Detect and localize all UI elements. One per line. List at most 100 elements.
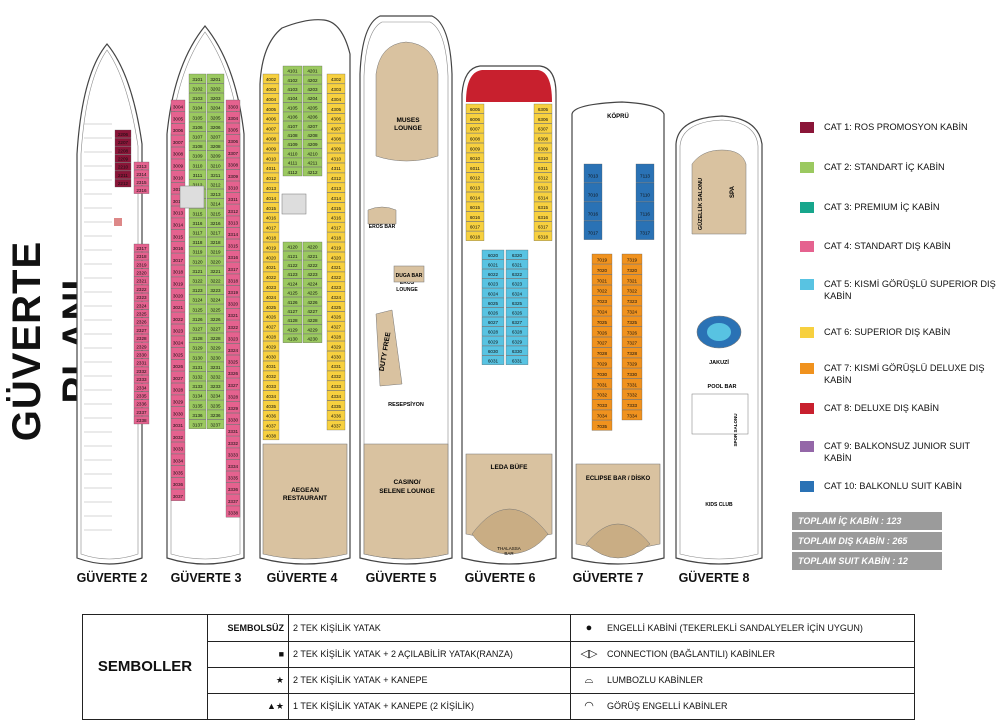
cabin-number: 4104 [287, 96, 298, 101]
cabin-cell [188, 381, 207, 391]
cabin-number: 6320 [512, 253, 523, 258]
cabin-number: 6005 [470, 107, 481, 112]
cabin-number: 4319 [331, 245, 342, 250]
cabin-number: 4305 [331, 107, 342, 112]
cabin-number: 2208 [118, 148, 129, 153]
cabin-cell [188, 323, 207, 333]
cabin-number: 4204 [307, 96, 318, 101]
cabin-number: 3333 [228, 452, 239, 457]
legend-label: CAT 4: STANDART DIŞ KABİN [824, 241, 951, 251]
cabin-cell [326, 212, 346, 223]
cabin-cell [188, 102, 207, 113]
cabin-number: 4032 [266, 374, 277, 379]
cabin-number: 3215 [210, 211, 221, 216]
cabin-cell [282, 241, 303, 251]
cabin-number: 6011 [470, 166, 480, 171]
cabin-number: 3126 [192, 317, 203, 322]
cabin-cell [170, 111, 186, 124]
cabin-cell [465, 172, 485, 183]
cabin-cell [225, 192, 241, 205]
cabin-cell [326, 192, 346, 203]
cabin-cell [225, 413, 241, 425]
cabin-number: 3311 [228, 197, 238, 202]
cabin-number: 2331 [136, 361, 147, 366]
cabin-number: 7028 [597, 351, 608, 356]
cabin-cell [188, 275, 207, 285]
cabin-number: 7332 [627, 393, 638, 398]
cabin-cell [170, 123, 186, 136]
cabin-number: 4210 [307, 151, 318, 156]
cabin-cell [133, 399, 150, 408]
cabin-number: 3324 [228, 348, 239, 353]
cabin-cell [170, 300, 186, 313]
cabin-number: 4024 [266, 295, 277, 300]
cabin-number: 2321 [136, 279, 147, 284]
deck-3-cabins-left: 3004300530063007300830093010301130123013… [170, 99, 186, 501]
cabin-cell [262, 380, 280, 391]
cabin-cell [225, 308, 241, 321]
cabin-number: 4205 [307, 105, 318, 110]
cabin-cell [481, 345, 505, 356]
cabin-cell [533, 192, 553, 202]
cabin-number: 7025 [597, 320, 608, 325]
cabin-cell [302, 333, 323, 343]
cabin-number: 2335 [136, 394, 147, 399]
cabin-number: 2322 [136, 287, 147, 292]
cabin-cell [188, 419, 207, 429]
cabin-cell [621, 305, 643, 317]
cabin-cell [326, 301, 346, 312]
cabin-cell [591, 253, 613, 265]
cabin-cell [133, 342, 150, 351]
svg-text:CASINO/: CASINO/ [393, 479, 420, 486]
cabin-number: 6308 [538, 136, 549, 141]
symbol-row: SEMBOLSÜZ 2 TEK KİŞİLİK YATAK ● ENGELLİ … [207, 615, 914, 642]
cabin-number: 4121 [287, 254, 298, 259]
cabin-number: 6028 [488, 330, 499, 335]
cabin-cell [533, 113, 553, 124]
cabin-cell [583, 201, 603, 221]
legend-item: CAT 6: SUPERIOR DIŞ KABİN [800, 326, 996, 338]
legend-item: CAT 10: BALKONLU SUIT KABİN [800, 480, 996, 492]
cabin-number: 3022 [173, 317, 184, 322]
cabin-number: 4009 [266, 146, 277, 151]
cabin-number: 3036 [173, 482, 184, 487]
cabin-cell [326, 321, 346, 332]
cabin-cell [591, 337, 613, 348]
cabin-cell [326, 271, 346, 282]
cabin-cell [326, 83, 346, 94]
cabin-number: 3306 [228, 139, 239, 144]
cabin-number: 3218 [210, 240, 221, 245]
cabin-number: 3336 [228, 487, 239, 492]
cabin-cell [465, 152, 485, 163]
cabin-number: 7324 [627, 309, 638, 314]
cabin-number: 4320 [331, 255, 342, 260]
cabin-number: 3103 [192, 96, 203, 101]
cabin-number: 3317 [228, 267, 239, 272]
legend-item: CAT 8: DELUXE DIŞ KABİN [800, 402, 996, 414]
cabin-number: 3330 [228, 418, 239, 423]
svg-text:JAKUZİ: JAKUZİ [709, 359, 729, 366]
cabin-cell [170, 453, 186, 466]
deck-4-cabins-inner-2: 4201420242034204420542064207420842094210… [302, 65, 323, 177]
cabin-cell [188, 371, 207, 381]
cabin-number: 4221 [307, 254, 318, 259]
cabin-cell [170, 335, 186, 348]
cabin-number: 4122 [287, 263, 298, 268]
cabin-cell [225, 250, 241, 263]
cabin-cell [262, 113, 280, 124]
cabin-number: 3027 [173, 376, 184, 381]
cabin-cell [206, 265, 225, 276]
cabin-cell [621, 409, 643, 421]
symbol-right-desc: ENGELLİ KABİNİ (TEKERLEKLİ SANDALYELER İ… [607, 623, 863, 633]
cabin-number: 3131 [192, 365, 203, 370]
cabin-cell [465, 192, 485, 202]
cabin-cell [206, 333, 225, 343]
cabin-number: 3208 [210, 144, 221, 149]
cabin-cell [282, 157, 303, 167]
cabin-cell [302, 121, 323, 131]
cabin-cell [621, 295, 643, 306]
cabin-number: 3108 [192, 144, 203, 149]
cabin-cell [262, 123, 280, 134]
cabin-cell [262, 311, 280, 322]
deck-label-4: GÜVERTE 4 [266, 571, 338, 585]
